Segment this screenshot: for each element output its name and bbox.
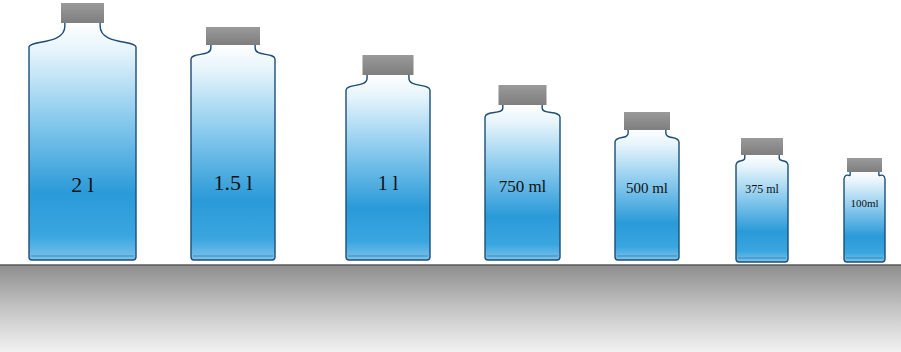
volume-label: 1.5 l xyxy=(190,171,276,195)
shelf-edge xyxy=(0,264,901,266)
bottle-base xyxy=(487,256,558,257)
volume-label: 500 ml xyxy=(614,180,680,197)
volume-label: 100ml xyxy=(843,197,886,209)
volume-label: 2 l xyxy=(28,173,137,197)
bottle: 375 ml xyxy=(735,138,789,262)
volume-label: 375 ml xyxy=(735,183,789,196)
bottle-outline xyxy=(844,171,885,262)
bottle: 100ml xyxy=(843,158,886,262)
bottle-base xyxy=(617,256,677,257)
bottle-cap xyxy=(847,158,882,172)
bottle-outline xyxy=(485,104,560,260)
bottle-shape xyxy=(28,3,137,260)
volume-label: 1 l xyxy=(345,172,431,194)
bottle-outline xyxy=(736,154,788,262)
bottle-shape xyxy=(735,138,789,262)
bottle: 500 ml xyxy=(614,112,680,260)
bottle-shape xyxy=(843,158,886,262)
bottle-shape xyxy=(484,85,561,260)
bottle-outline xyxy=(29,22,136,260)
bottle-cap xyxy=(61,3,104,23)
bottle-cap xyxy=(741,138,783,155)
bottle-base xyxy=(193,256,273,257)
volume-label: 750 ml xyxy=(484,178,561,197)
bottle-cap xyxy=(363,55,414,75)
shelf-surface xyxy=(0,265,901,352)
bottle-base xyxy=(738,258,786,259)
bottle-base xyxy=(348,256,428,257)
bottle-cap xyxy=(206,27,260,45)
bottle-cap xyxy=(624,112,670,130)
bottle-base xyxy=(846,258,883,259)
bottle: 2 l xyxy=(28,3,137,260)
bottle: 750 ml xyxy=(484,85,561,260)
bottle-outline xyxy=(191,44,275,260)
bottle-base xyxy=(31,256,134,257)
bottle-cap xyxy=(499,85,547,105)
bottle: 1 l xyxy=(345,55,431,260)
bottle-outline xyxy=(615,129,679,260)
bottle-shape xyxy=(345,55,431,260)
bottle-outline xyxy=(346,74,430,260)
bottle-shape xyxy=(190,27,276,260)
bottle: 1.5 l xyxy=(190,27,276,260)
